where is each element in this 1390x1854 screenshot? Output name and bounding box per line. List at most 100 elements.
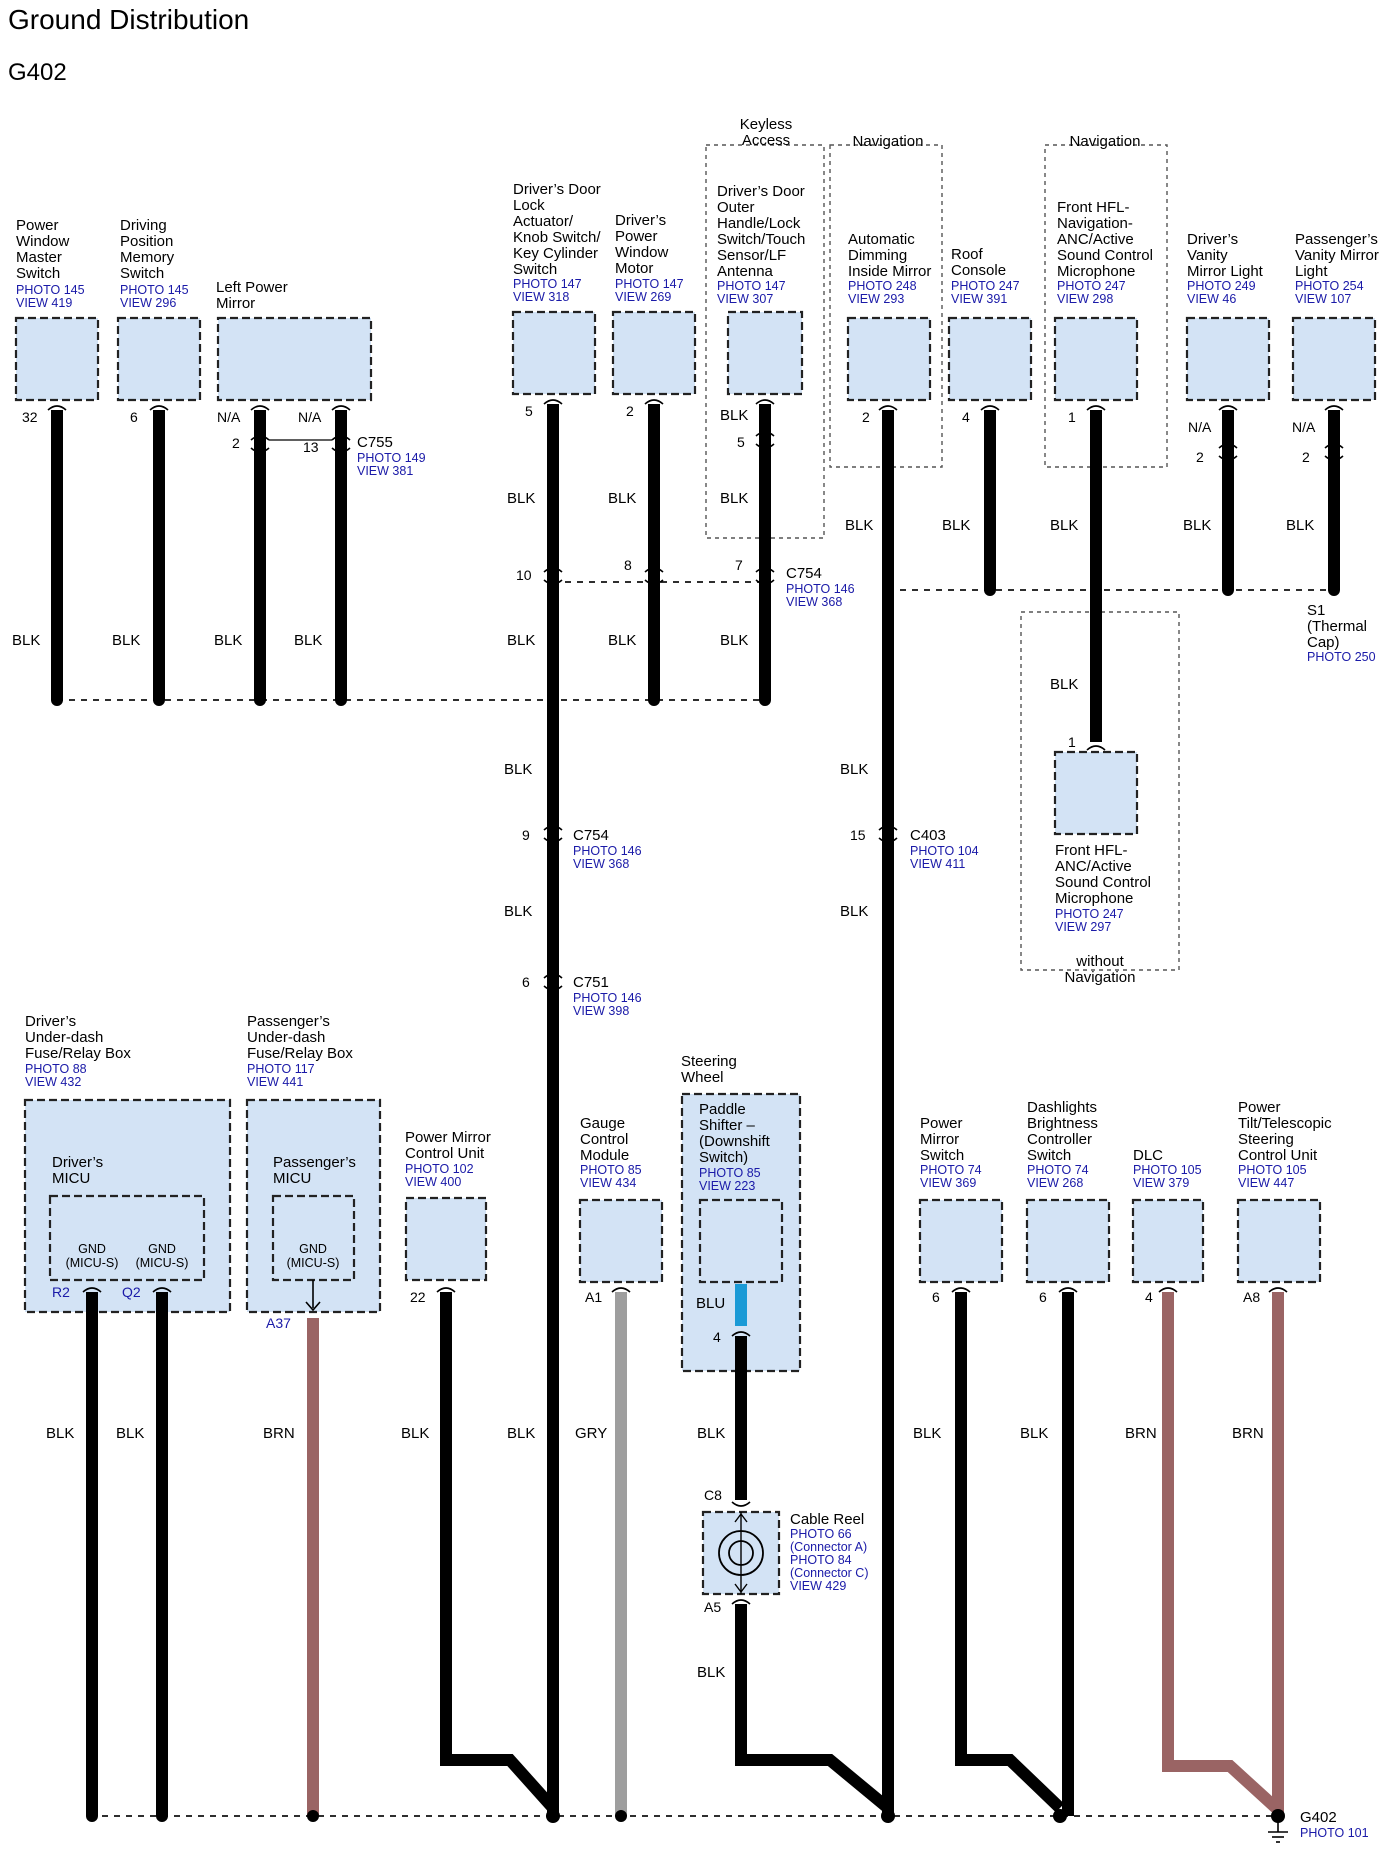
svg-text:PHOTO 247: PHOTO 247 bbox=[1057, 279, 1126, 293]
front-hfl-mic-box bbox=[1053, 750, 1139, 836]
svg-text:BLK: BLK bbox=[507, 490, 535, 507]
svg-text:BLK: BLK bbox=[294, 632, 322, 649]
svg-text:BLK: BLK bbox=[720, 632, 748, 649]
svg-text:5: 5 bbox=[737, 434, 745, 450]
svg-text:2: 2 bbox=[1302, 449, 1310, 465]
svg-text:BLK: BLK bbox=[608, 490, 636, 507]
svg-text:C8: C8 bbox=[704, 1487, 722, 1503]
label-c754a: C754 PHOTO 146 VIEW 368 bbox=[786, 565, 855, 609]
svg-text:BLK: BLK bbox=[1183, 517, 1211, 534]
svg-text:PHOTO 145: PHOTO 145 bbox=[16, 283, 85, 297]
svg-text:BLK: BLK bbox=[1050, 676, 1078, 693]
svg-text:VIEW 411: VIEW 411 bbox=[910, 857, 965, 871]
svg-text:BLK: BLK bbox=[112, 632, 140, 649]
group-box-nav2 bbox=[1044, 144, 1168, 468]
svg-text:R2: R2 bbox=[52, 1284, 70, 1300]
svg-text:BLK: BLK bbox=[845, 517, 873, 534]
wire-pms bbox=[955, 1292, 1065, 1813]
svg-text:PHOTO 85: PHOTO 85 bbox=[580, 1163, 642, 1177]
svg-text:VIEW 400: VIEW 400 bbox=[405, 1175, 461, 1189]
break-dbcs bbox=[1058, 1287, 1078, 1293]
svg-text:4: 4 bbox=[962, 409, 970, 425]
page-subtitle: G402 bbox=[8, 59, 67, 86]
svg-text:Cable Reel: Cable Reel bbox=[790, 1511, 864, 1528]
break-cable-bot bbox=[731, 1599, 751, 1605]
svg-text:BLK: BLK bbox=[697, 1425, 725, 1442]
svg-text:A8: A8 bbox=[1243, 1289, 1260, 1305]
svg-text:BLK: BLK bbox=[1050, 517, 1078, 534]
svg-text:VIEW 447: VIEW 447 bbox=[1238, 1176, 1294, 1190]
svg-text:BLK: BLK bbox=[1020, 1425, 1048, 1442]
svg-text:VIEW 429: VIEW 429 bbox=[790, 1579, 846, 1593]
paddle-shifter-box bbox=[698, 1198, 784, 1284]
svg-text:G402: G402 bbox=[1300, 1809, 1337, 1826]
svg-text:13: 13 bbox=[303, 439, 319, 455]
svg-text:PHOTO 147: PHOTO 147 bbox=[717, 279, 786, 293]
svg-text:BLK: BLK bbox=[840, 761, 868, 778]
svg-text:BLK: BLK bbox=[608, 632, 636, 649]
svg-text:PHOTO 74: PHOTO 74 bbox=[1027, 1163, 1089, 1177]
splice-nodes bbox=[51, 584, 1340, 706]
svg-text:(Connector C): (Connector C) bbox=[790, 1566, 869, 1580]
svg-text:BLK: BLK bbox=[942, 517, 970, 534]
svg-text:15: 15 bbox=[850, 827, 866, 843]
svg-text:VIEW 369: VIEW 369 bbox=[920, 1176, 976, 1190]
svg-text:BRN: BRN bbox=[1125, 1425, 1157, 1442]
svg-text:GND(MICU-S): GND(MICU-S) bbox=[136, 1242, 189, 1270]
break-q2 bbox=[152, 1287, 172, 1293]
drivers-micu-box bbox=[48, 1194, 206, 1282]
svg-text:VIEW 381: VIEW 381 bbox=[357, 464, 413, 478]
power-mirror-switch-box bbox=[918, 1198, 1004, 1284]
svg-text:PHOTO 250: PHOTO 250 bbox=[1307, 650, 1376, 664]
svg-text:PHOTO 85: PHOTO 85 bbox=[699, 1166, 761, 1180]
break-ptsc bbox=[1268, 1287, 1288, 1293]
left-power-mirror-box bbox=[216, 316, 373, 402]
svg-text:6: 6 bbox=[522, 974, 530, 990]
svg-text:BLK: BLK bbox=[720, 407, 748, 424]
svg-text:VIEW 269: VIEW 269 bbox=[615, 290, 671, 304]
svg-text:VIEW 107: VIEW 107 bbox=[1295, 292, 1351, 306]
svg-text:VIEW 268: VIEW 268 bbox=[1027, 1176, 1083, 1190]
svg-text:C751: C751 bbox=[573, 974, 609, 991]
svg-text:BLK: BLK bbox=[12, 632, 40, 649]
svg-text:BLK: BLK bbox=[720, 490, 748, 507]
svg-text:N/A: N/A bbox=[1292, 419, 1316, 435]
svg-text:PHOTO 102: PHOTO 102 bbox=[405, 1162, 474, 1176]
svg-text:4: 4 bbox=[713, 1329, 721, 1345]
cable-reel-arrows-icon bbox=[734, 1512, 748, 1594]
svg-text:C403: C403 bbox=[910, 827, 946, 844]
svg-text:PHOTO 104: PHOTO 104 bbox=[910, 844, 979, 858]
svg-text:BLK: BLK bbox=[504, 903, 532, 920]
svg-text:PHOTO 105: PHOTO 105 bbox=[1238, 1163, 1307, 1177]
svg-text:N/A: N/A bbox=[298, 409, 322, 425]
svg-text:VIEW 432: VIEW 432 bbox=[25, 1075, 81, 1089]
break-dlc bbox=[1158, 1287, 1178, 1293]
svg-text:VIEW 293: VIEW 293 bbox=[848, 292, 904, 306]
label-trunk-mid: BLK 9 C754 PHOTO 146 VIEW 368 BLK 6 C751… bbox=[504, 761, 979, 1018]
label-dlc: DLC PHOTO 105 VIEW 379 4 BRN bbox=[1125, 1147, 1202, 1442]
wire-dlc bbox=[1162, 1292, 1281, 1813]
svg-text:VIEW 297: VIEW 297 bbox=[1055, 920, 1111, 934]
svg-text:PHOTO 247: PHOTO 247 bbox=[951, 279, 1020, 293]
svg-text:8: 8 bbox=[624, 557, 632, 573]
